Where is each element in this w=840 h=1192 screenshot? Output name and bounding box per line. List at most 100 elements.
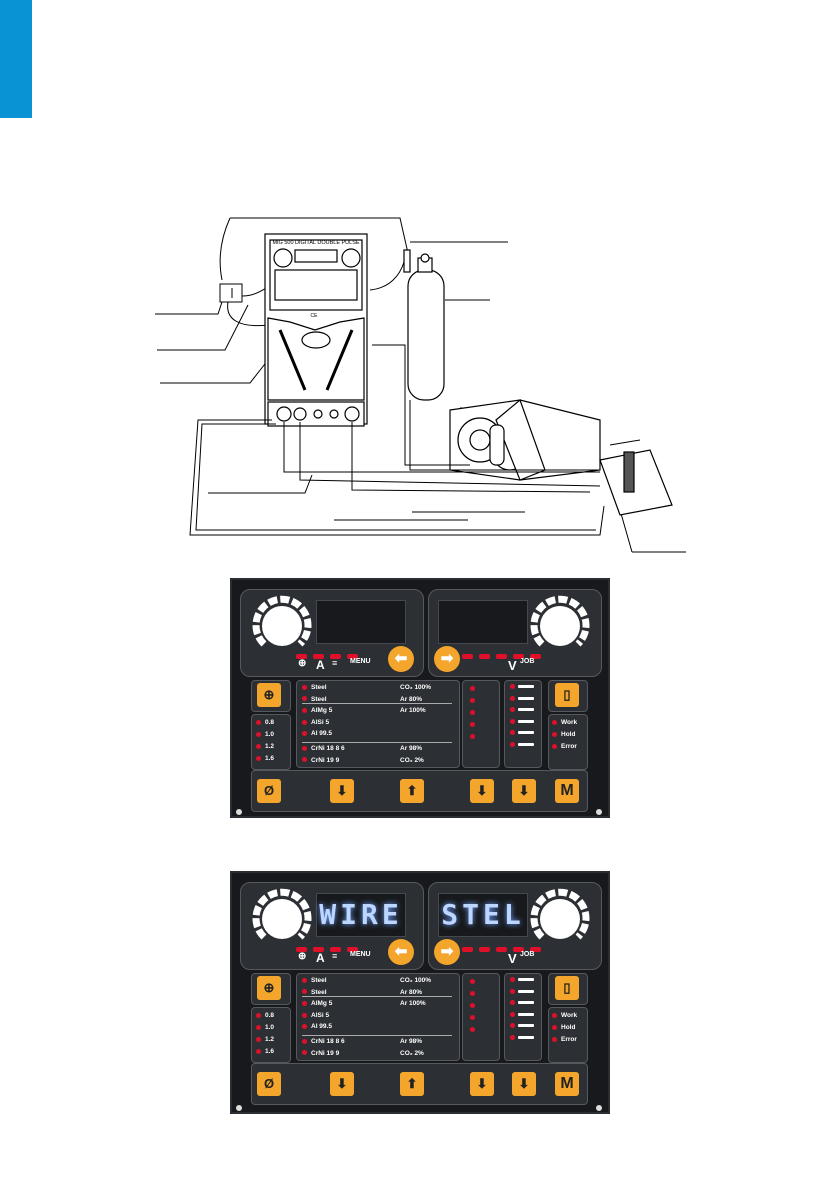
right-symbol: JOB xyxy=(520,658,535,665)
gas-label: CO₂ 100% xyxy=(400,684,432,691)
section-tab xyxy=(0,0,32,118)
gas-label: CO₂ 2% xyxy=(400,1049,424,1057)
material-list xyxy=(296,973,460,1061)
gas-label: Ar 100% xyxy=(400,1000,426,1008)
voltage-knob[interactable] xyxy=(528,887,592,951)
job-led xyxy=(470,734,475,739)
diameter-row[interactable]: 1.0 xyxy=(256,731,274,738)
mode-button[interactable]: M xyxy=(555,1072,579,1096)
menu-forward-button[interactable]: ➡ xyxy=(434,939,460,965)
job-led xyxy=(470,710,475,715)
gas-test-button[interactable]: ▯ xyxy=(555,683,579,707)
material-row[interactable]: Al 99.5 xyxy=(302,1023,332,1030)
right-display: STEL xyxy=(438,893,528,937)
gas-test-button[interactable]: ▯ xyxy=(555,976,579,1000)
torch-down-button[interactable]: ⬇ xyxy=(512,779,536,803)
material-up-button[interactable]: ⬆ xyxy=(400,1072,424,1096)
material-row[interactable]: Steel xyxy=(302,684,327,691)
gas-label: Ar 80% xyxy=(400,988,423,996)
material-row[interactable]: Steel xyxy=(302,977,327,984)
current-knob[interactable] xyxy=(250,887,314,951)
material-up-button[interactable]: ⬆ xyxy=(400,779,424,803)
diameter-button[interactable]: Ø xyxy=(257,1072,281,1096)
right-symbol: V xyxy=(508,658,517,673)
material-down-button[interactable]: ⬇ xyxy=(330,1072,354,1096)
left-symbol: ≡ xyxy=(332,951,338,961)
torch-led xyxy=(510,977,515,982)
material-row[interactable]: Steel xyxy=(302,696,327,703)
gas-label: CO₂ 100% xyxy=(400,977,432,984)
torch-led xyxy=(510,1000,515,1006)
diameter-row[interactable]: 0.8 xyxy=(256,719,274,726)
gas-label: Ar 98% xyxy=(400,745,423,752)
menu-back-button[interactable]: ⬅ xyxy=(388,646,414,672)
left-symbol: MENU xyxy=(350,658,371,665)
torch-led xyxy=(510,718,515,724)
torch-column xyxy=(504,973,542,1061)
material-row[interactable]: AlMg 5 xyxy=(302,1000,332,1007)
machine-label: MIG 500 DIGITAL DOUBLE PULSE xyxy=(272,240,359,246)
status-row: Hold xyxy=(552,1024,575,1031)
torch-led xyxy=(510,1011,515,1017)
torch-icon xyxy=(518,1036,534,1039)
torch-icon xyxy=(518,989,534,993)
job-led xyxy=(470,1027,475,1032)
material-row[interactable]: AlMg 5 xyxy=(302,707,332,714)
right-symbol: V xyxy=(508,951,517,966)
right-symbol: JOB xyxy=(520,951,535,958)
material-row[interactable]: CrNi 19 9 xyxy=(302,757,339,764)
left-symbol: ⊕ xyxy=(298,951,307,962)
job-led-column xyxy=(462,973,500,1061)
current-knob[interactable] xyxy=(250,594,314,658)
left-symbol: MENU xyxy=(350,951,371,958)
diameter-list xyxy=(251,714,291,770)
material-row[interactable]: Steel xyxy=(302,989,327,996)
job-led xyxy=(470,991,475,996)
setup-diagram: MIG 500 DIGITAL DOUBLE PULSE CE xyxy=(155,217,686,553)
material-row[interactable]: AlSi 5 xyxy=(302,1012,329,1019)
torch-icon xyxy=(518,1001,534,1005)
material-list xyxy=(296,680,460,768)
material-down-button[interactable]: ⬇ xyxy=(330,779,354,803)
job-down-button[interactable]: ⬇ xyxy=(470,1072,494,1096)
screw xyxy=(236,809,242,815)
status-row: Error xyxy=(552,1036,577,1043)
job-down-button[interactable]: ⬇ xyxy=(470,779,494,803)
right-led-strip xyxy=(462,646,541,666)
material-row[interactable]: CrNi 18 8 6 xyxy=(302,1038,345,1045)
voltage-knob[interactable] xyxy=(528,594,592,658)
diameter-row[interactable]: 1.2 xyxy=(256,1036,274,1043)
menu-back-button[interactable]: ⬅ xyxy=(388,939,414,965)
torch-icon xyxy=(518,978,534,981)
diameter-row[interactable]: 0.8 xyxy=(256,1012,274,1019)
job-led xyxy=(470,1015,475,1020)
diameter-row[interactable]: 1.0 xyxy=(256,1024,274,1031)
torch-led xyxy=(510,1023,515,1029)
material-row[interactable]: Al 99.5 xyxy=(302,730,332,737)
material-row[interactable]: AlSi 5 xyxy=(302,719,329,726)
wire-feed-button[interactable]: ⊕ xyxy=(257,683,281,707)
torch-icon xyxy=(518,1012,534,1016)
gas-label: Ar 80% xyxy=(400,695,423,703)
wire-feed-button[interactable]: ⊕ xyxy=(257,976,281,1000)
job-led xyxy=(470,722,475,727)
left-symbol: ⊕ xyxy=(298,658,307,669)
torch-down-button[interactable]: ⬇ xyxy=(512,1072,536,1096)
diameter-row[interactable]: 1.6 xyxy=(256,1048,274,1055)
mode-button[interactable]: M xyxy=(555,779,579,803)
job-led-column xyxy=(462,680,500,768)
ce-mark: CE xyxy=(311,313,319,319)
torch-led xyxy=(510,730,515,736)
screw xyxy=(596,1105,602,1111)
welder-machine xyxy=(264,233,368,427)
material-row[interactable]: CrNi 18 8 6 xyxy=(302,745,345,752)
diameter-row[interactable]: 1.2 xyxy=(256,743,274,750)
menu-forward-button[interactable]: ➡ xyxy=(434,646,460,672)
diameter-row[interactable]: 1.6 xyxy=(256,755,274,762)
material-row[interactable]: CrNi 19 9 xyxy=(302,1050,339,1057)
torch-column xyxy=(504,680,542,768)
job-led xyxy=(470,979,475,984)
workpiece xyxy=(599,449,673,516)
diameter-button[interactable]: Ø xyxy=(257,779,281,803)
